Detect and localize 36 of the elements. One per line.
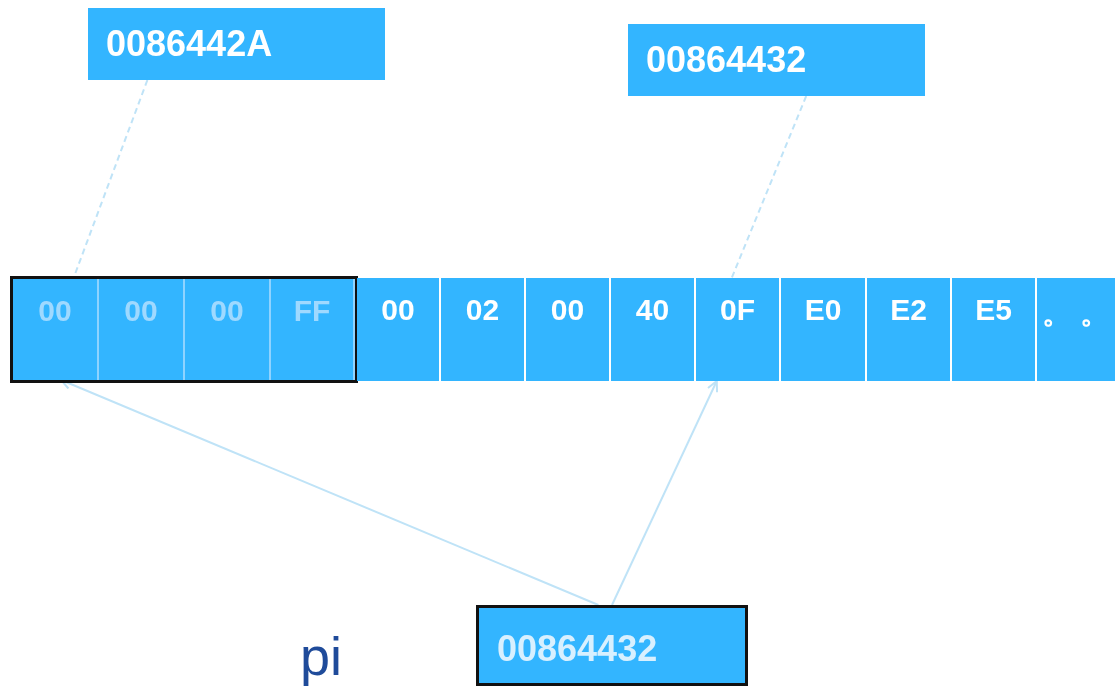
memory-cell	[867, 278, 950, 381]
byte-value: 00	[124, 294, 158, 328]
memory-cell	[1037, 278, 1115, 381]
byte-value: E5	[975, 293, 1012, 327]
memory-cell	[952, 278, 1035, 381]
byte-value: 00	[210, 294, 244, 328]
memory-cell	[99, 279, 185, 380]
memory-block-outline	[10, 276, 358, 383]
byte-value: 。 。	[1041, 295, 1111, 331]
address-text: 00864432	[497, 628, 658, 670]
memory-cell	[611, 278, 694, 381]
memory-cell	[185, 279, 271, 380]
leader-line	[730, 95, 808, 279]
memory-cell	[357, 278, 439, 381]
byte-value: FF	[293, 294, 331, 328]
variable-name: pi	[300, 625, 343, 687]
pointer-box	[476, 605, 748, 686]
byte-value: 00	[550, 293, 585, 327]
address-text: 0086442A	[106, 23, 273, 65]
memory-cell	[696, 278, 779, 381]
byte-value: 00	[381, 293, 415, 327]
memory-cell	[781, 278, 865, 381]
byte-value: 00	[38, 294, 72, 328]
byte-value: 40	[635, 293, 670, 327]
byte-value: E0	[804, 293, 842, 327]
memory-cell	[13, 279, 99, 380]
address-label	[88, 8, 385, 80]
arrow	[611, 380, 719, 606]
byte-value: 0F	[720, 293, 755, 327]
byte-value: E2	[890, 293, 927, 327]
memory-cell	[526, 278, 609, 381]
memory-cell	[441, 278, 524, 381]
memory-cell	[271, 279, 355, 380]
address-label	[628, 24, 925, 96]
byte-value: 02	[465, 293, 500, 327]
address-text: 00864432	[646, 39, 807, 81]
